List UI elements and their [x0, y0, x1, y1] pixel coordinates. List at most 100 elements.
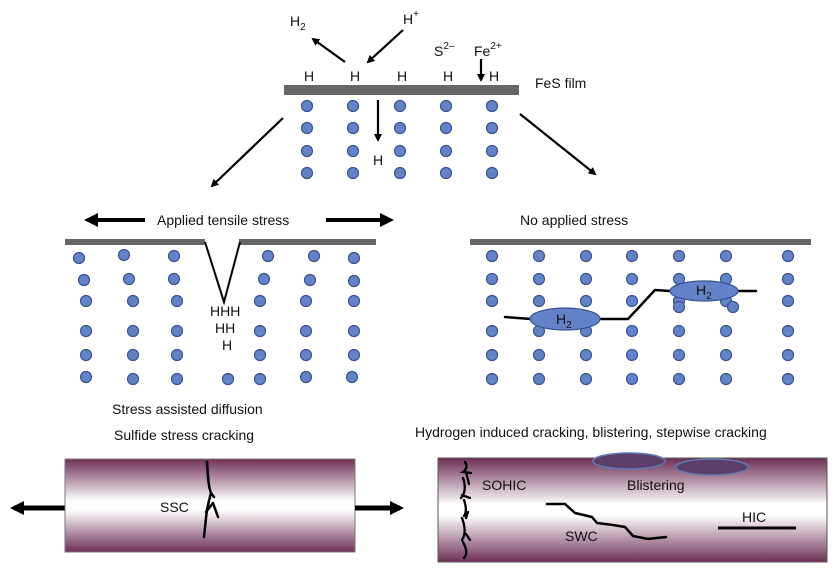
- stress-diffusion-caption: Stress assisted diffusion: [112, 401, 263, 417]
- lattice-atom: [719, 372, 733, 386]
- branch-arrow-right: [519, 113, 597, 176]
- lattice-atom: [532, 348, 546, 362]
- no-applied-stress-title: No applied stress: [520, 212, 628, 228]
- steel-lattice-left: [72, 248, 361, 386]
- lattice-atom: [299, 294, 313, 308]
- lattice-atom: [253, 348, 267, 362]
- lattice-atom: [253, 324, 267, 338]
- ssc-label: SSC: [160, 499, 189, 515]
- h2-blister-1-label: H2: [556, 311, 572, 331]
- fes-film: [284, 85, 519, 95]
- lattice-atom: [167, 272, 181, 286]
- lattice-atom: [257, 272, 271, 286]
- lattice-atom: [77, 273, 91, 287]
- right-panel-no-stress: No applied stress H2 H2 Hydrogen induced…: [415, 212, 811, 440]
- lattice-atom: [672, 324, 686, 338]
- lattice-atom: [579, 348, 593, 362]
- lattice-atom: [170, 348, 184, 362]
- lattice-atom: [485, 348, 499, 362]
- h-plus-adsorb-arrow: [366, 29, 404, 64]
- lattice-atom: [347, 348, 361, 362]
- surface-h: H: [304, 68, 314, 84]
- lattice-atom: [485, 272, 499, 286]
- lattice-atom: [300, 121, 314, 135]
- lattice-atom: [625, 272, 639, 286]
- lattice-atom: [303, 273, 317, 287]
- lattice-atom: [117, 248, 131, 262]
- steel-lattice-top: [300, 99, 499, 180]
- lattice-atom: [719, 249, 733, 263]
- lattice-atom: [126, 324, 140, 338]
- lattice-atom: [126, 372, 140, 386]
- lattice-atom: [79, 294, 93, 308]
- lattice-atom: [719, 348, 733, 362]
- crack-tip-h-row: HH: [215, 320, 235, 336]
- ssc-specimen: SSC: [10, 458, 404, 553]
- lattice-atom: [781, 294, 795, 308]
- surface-h: H: [350, 68, 360, 84]
- lattice-atom: [253, 372, 267, 386]
- lattice-atom: [579, 372, 593, 386]
- lattice-atom: [532, 372, 546, 386]
- lattice-atom: [485, 166, 499, 180]
- lattice-atom: [625, 294, 639, 308]
- lattice-atom: [126, 294, 140, 308]
- lattice-atom: [347, 324, 361, 338]
- lattice-atom: [346, 144, 360, 158]
- applied-tensile-stress-title: Applied tensile stress: [157, 212, 289, 228]
- lattice-atom: [719, 324, 733, 338]
- lattice-atom: [781, 249, 795, 263]
- diffused-h: H: [373, 152, 383, 168]
- lattice-atom: [672, 372, 686, 386]
- crack-tip-h-row: H: [222, 337, 232, 353]
- lattice-atom: [170, 324, 184, 338]
- blister-2: [675, 458, 749, 476]
- lattice-atom: [346, 99, 360, 113]
- lattice-atom: [170, 294, 184, 308]
- branch-arrow-left: [210, 117, 284, 188]
- surface-h: H: [443, 68, 453, 84]
- crack-step: [597, 288, 672, 321]
- fes-film-label: FeS film: [535, 75, 586, 91]
- lattice-atom: [485, 294, 499, 308]
- surface-h: H: [397, 68, 407, 84]
- lattice-atom: [346, 166, 360, 180]
- sohic-crack: [459, 460, 473, 560]
- surface-film-left: [65, 239, 205, 245]
- lattice-atom: [672, 300, 686, 314]
- lattice-atom: [347, 251, 361, 265]
- lattice-atom: [126, 348, 140, 362]
- lattice-atom: [300, 144, 314, 158]
- h2-release-arrow: [311, 37, 346, 63]
- lattice-atom: [253, 294, 267, 308]
- surface-film-right: [239, 239, 376, 245]
- surface-film: [470, 239, 811, 245]
- lattice-atom: [672, 348, 686, 362]
- ssc-caption: Sulfide stress cracking: [114, 427, 254, 443]
- swc-crack: [545, 502, 668, 541]
- h2-blister-2-label: H2: [696, 282, 712, 302]
- iron-ion-label: Fe2+: [474, 41, 502, 59]
- lattice-atom: [393, 144, 407, 158]
- lattice-atom: [625, 348, 639, 362]
- h2-label: H2: [290, 13, 306, 33]
- lattice-atom: [221, 372, 235, 386]
- lattice-atom: [485, 121, 499, 135]
- hic-label: HIC: [742, 509, 766, 525]
- lattice-atom: [299, 370, 313, 384]
- hic-pipe-body: [437, 457, 828, 563]
- lattice-atom: [625, 372, 639, 386]
- lattice-atom: [726, 300, 740, 314]
- left-panel-tensile: Applied tensile stress HHH HH H Stress a…: [65, 212, 394, 443]
- lattice-atom: [347, 294, 361, 308]
- lattice-atom: [300, 99, 314, 113]
- lattice-atom: [579, 272, 593, 286]
- lattice-atom: [532, 249, 546, 263]
- lattice-atom: [393, 99, 407, 113]
- lattice-atom: [439, 121, 453, 135]
- lattice-atom: [781, 372, 795, 386]
- lattice-atom: [485, 372, 499, 386]
- lattice-atom: [170, 372, 184, 386]
- sohic-label: SOHIC: [482, 477, 526, 493]
